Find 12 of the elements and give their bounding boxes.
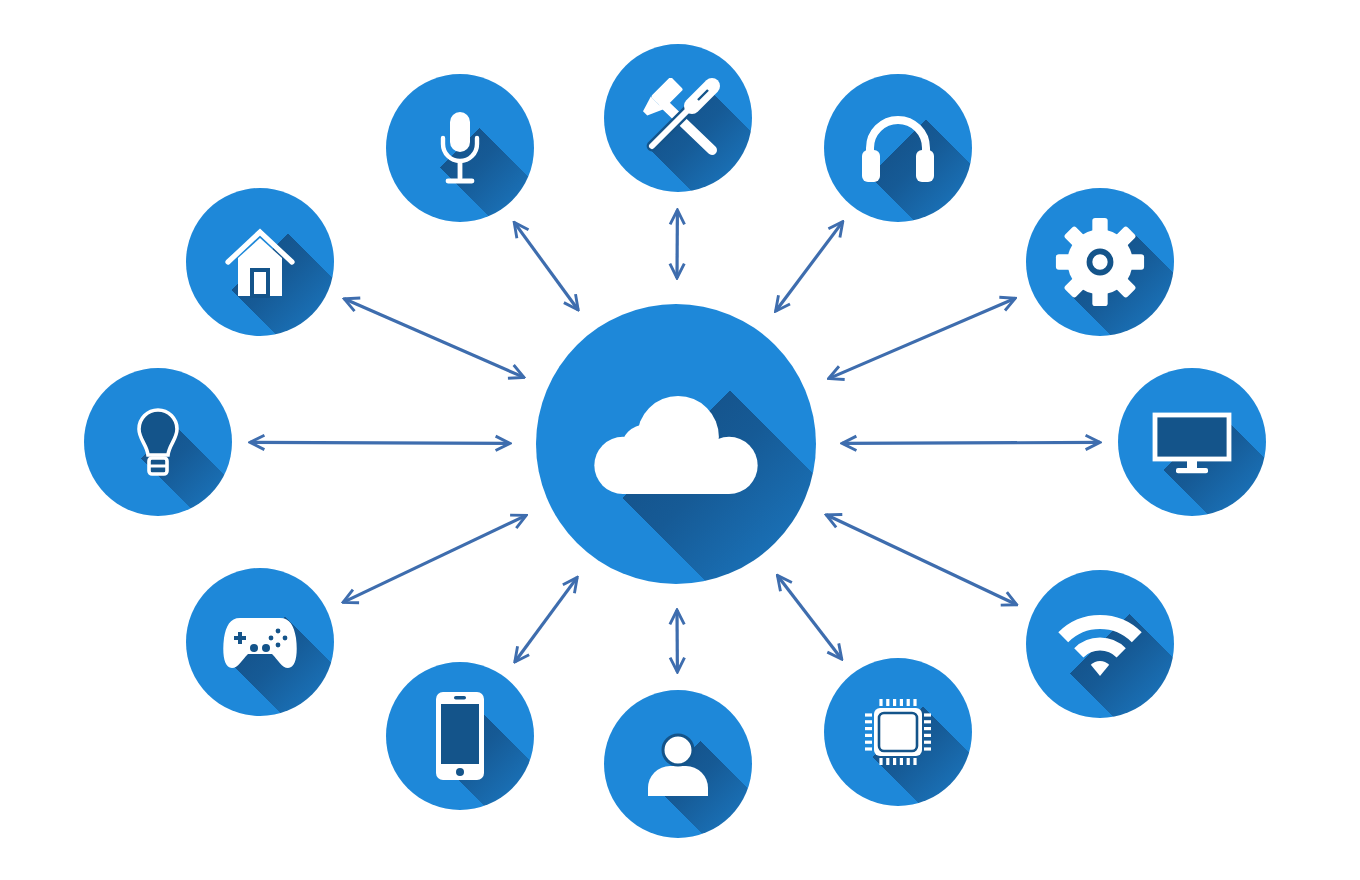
double-arrow — [513, 575, 579, 664]
double-arrow — [827, 295, 1017, 381]
double-arrow — [342, 296, 526, 380]
double-arrow — [668, 208, 686, 280]
double-arrow — [512, 220, 580, 312]
double-arrow — [248, 433, 512, 452]
double-arrow — [668, 608, 686, 674]
double-arrow — [341, 513, 528, 605]
double-arrow — [840, 433, 1102, 452]
double-arrow — [774, 220, 845, 313]
double-arrow — [775, 573, 844, 661]
double-arrow — [824, 513, 1019, 607]
